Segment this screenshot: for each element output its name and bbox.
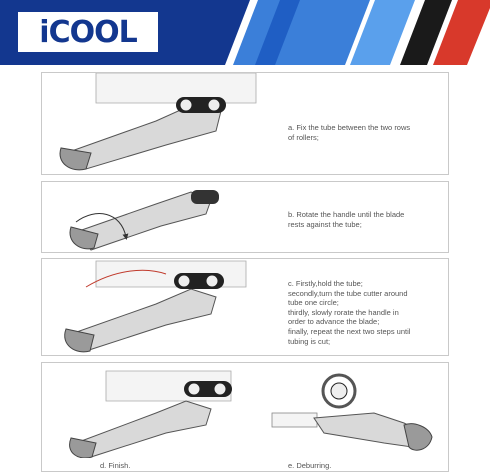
- step-panel-c: c. Firstly,hold the tube; secondly,turn …: [41, 258, 449, 356]
- step-e-caption: e. Deburring.: [288, 461, 332, 470]
- tube-cutter-illustration-c: [64, 260, 247, 353]
- header-banner: iCOOL: [0, 0, 490, 65]
- tube-cutter-illustration-a: [59, 73, 257, 171]
- deburring-tool-illustration-e: [271, 373, 433, 451]
- logo-text: iCOOL: [39, 14, 137, 50]
- step-panel-a: a. Fix the tube between the two rows of …: [41, 72, 449, 175]
- step-a-caption: a. Fix the tube between the two rows of …: [288, 123, 411, 142]
- tube-cutter-illustration-d: [69, 370, 232, 458]
- step-c-caption: c. Firstly,hold the tube; secondly,turn …: [288, 279, 411, 346]
- step-d-caption: d. Finish.: [100, 461, 131, 470]
- logo: iCOOL: [18, 12, 158, 52]
- step-panel-b: b. Rotate the handle until the blade res…: [41, 181, 449, 253]
- step-panel-de: d. Finish. e. Deburring.: [41, 362, 449, 472]
- step-b-caption: b. Rotate the handle until the blade res…: [288, 210, 405, 229]
- tube-cutter-illustration-b: [69, 190, 219, 251]
